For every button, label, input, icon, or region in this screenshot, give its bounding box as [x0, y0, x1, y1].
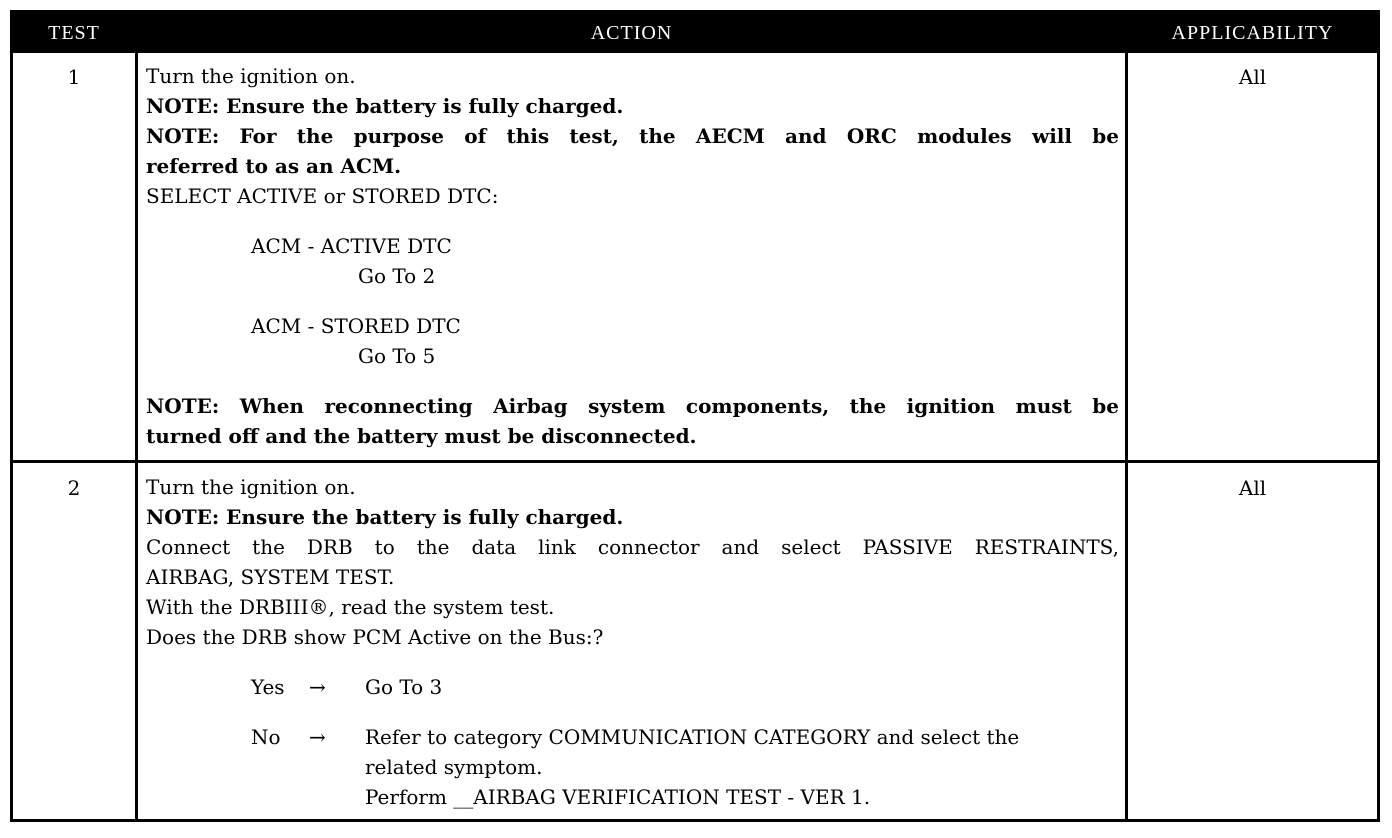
no-text-line: Refer to category COMMUNICATION CATEGORY…	[365, 725, 1020, 749]
option-label: ACM - ACTIVE DTC	[251, 234, 452, 258]
row-divider	[13, 460, 1377, 463]
note-line: NOTE: Ensure the battery is fully charge…	[146, 505, 624, 529]
column-divider	[1125, 53, 1128, 819]
no-branch: No → Refer to category COMMUNICATION CAT…	[146, 722, 1119, 752]
action-line: SELECT ACTIVE or STORED DTC:	[146, 184, 499, 208]
note-line: turned off and the battery must be disco…	[146, 424, 697, 448]
no-text-line: related symptom.	[365, 755, 543, 779]
row-2-action: Turn the ignition on. NOTE: Ensure the b…	[146, 472, 1119, 812]
note-line: NOTE: Ensure the battery is fully charge…	[146, 94, 624, 118]
header-action: ACTION	[590, 22, 673, 44]
action-line: Connect the DRB to the data link connect…	[146, 535, 1119, 559]
action-line: With the DRBIII®, read the system test.	[146, 595, 555, 619]
action-line: AIRBAG, SYSTEM TEST.	[146, 565, 395, 589]
no-label: No	[251, 725, 281, 749]
no-branch-cont: Perform __AIRBAG VERIFICATION TEST - VER…	[146, 782, 1119, 812]
row-1-action: Turn the ignition on. NOTE: Ensure the b…	[146, 61, 1119, 451]
header-applicability: APPLICABILITY	[1171, 22, 1334, 44]
no-text-line: Perform __AIRBAG VERIFICATION TEST - VER…	[365, 785, 871, 809]
yes-branch: Yes → Go To 3	[146, 672, 1119, 702]
action-line: Turn the ignition on.	[146, 475, 356, 499]
note-line: referred to as an ACM.	[146, 154, 402, 178]
row-2-applicability: All	[1238, 476, 1267, 500]
option-label: ACM - STORED DTC	[251, 314, 461, 338]
yes-goto: Go To 3	[365, 675, 443, 699]
yes-label: Yes	[251, 675, 285, 699]
header-test: TEST	[48, 22, 100, 44]
note-line: NOTE: For the purpose of this test, the …	[146, 124, 1119, 148]
arrow-right-icon: →	[309, 725, 326, 749]
row-2-test-number: 2	[67, 476, 81, 500]
table-header: TEST ACTION APPLICABILITY	[13, 13, 1377, 53]
option-goto: Go To 5	[358, 344, 436, 368]
option-goto: Go To 2	[358, 264, 436, 288]
diagnostic-table: TEST ACTION APPLICABILITY 1 All Turn the…	[10, 10, 1380, 822]
no-branch-cont: related symptom.	[146, 752, 1119, 782]
arrow-right-icon: →	[309, 675, 326, 699]
action-line: Does the DRB show PCM Active on the Bus:…	[146, 625, 604, 649]
row-1-test-number: 1	[67, 65, 81, 89]
action-line: Turn the ignition on.	[146, 64, 356, 88]
row-1-applicability: All	[1238, 65, 1267, 89]
note-line: NOTE: When reconnecting Airbag system co…	[146, 394, 1119, 418]
column-divider	[135, 53, 138, 819]
